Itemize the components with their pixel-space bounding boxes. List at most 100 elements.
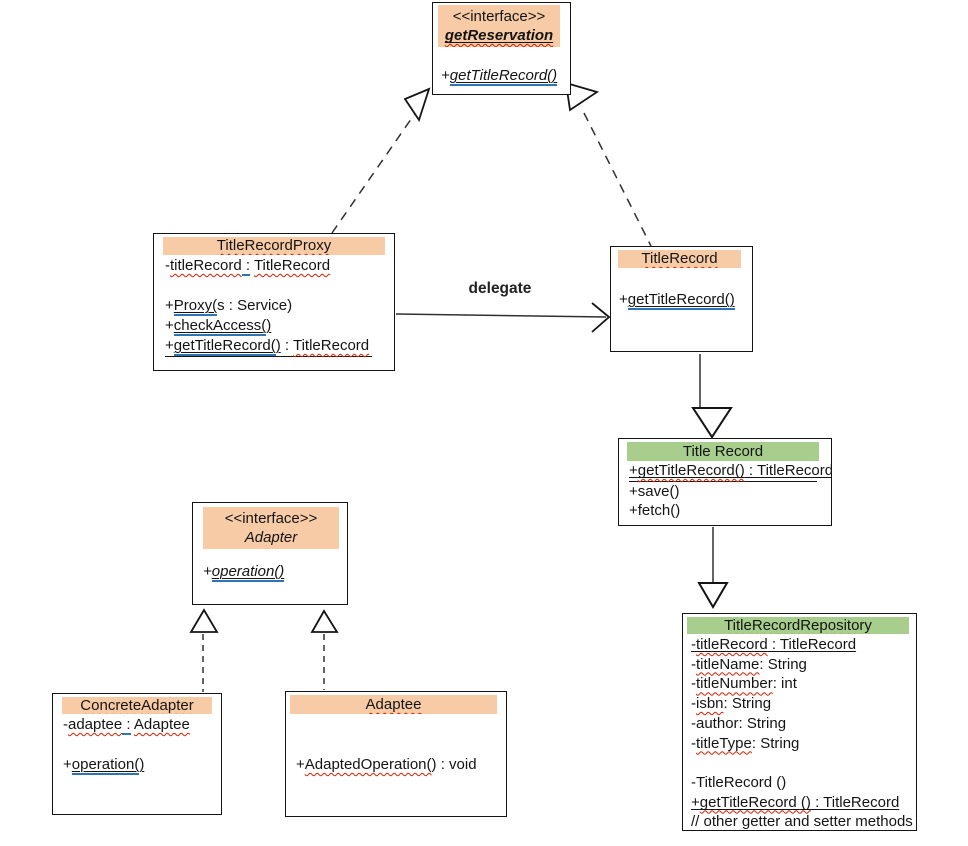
class-titlerecord: TitleRecord +getTitleRecord() (610, 246, 753, 352)
member-text-segment: -TitleRecord () (691, 773, 787, 791)
member-text-segment: : String (759, 655, 807, 673)
title-record-impl-header: Title Record (627, 442, 819, 461)
member-row (165, 276, 372, 296)
member-row (296, 715, 506, 735)
member-text-segment: + (619, 291, 628, 308)
member-text-segment: getTitleRecord() (637, 462, 745, 479)
member-text-segment: : void (436, 756, 477, 773)
member-text-segment: + (165, 297, 174, 314)
getreservation-header: <<interface>> getReservation (438, 5, 560, 47)
member-text-segment: - (691, 675, 696, 693)
member-text-segment: + (165, 317, 174, 334)
member-text-segment: titleName (696, 655, 760, 673)
member-text-segment: + (63, 756, 72, 773)
member-text-segment: ConcreteAdapter (80, 697, 194, 714)
generalization-arrowhead-1 (691, 407, 733, 439)
member-text-segment: ) (266, 317, 272, 334)
member-text-segment: : String (723, 695, 772, 713)
member-text-segment: +fetch() (629, 502, 681, 519)
member-text-segment: s : Service) (217, 297, 293, 314)
member-text-segment: operation( (71, 756, 140, 775)
member-text-segment: + (629, 462, 638, 479)
member-row: -author: String (691, 714, 916, 734)
adapter-interface-header: <<interface>>Adapter (203, 507, 339, 549)
member-text-segment: titleRecord (170, 257, 242, 274)
member-row: -titleType: String (691, 734, 916, 754)
titlerecordproxy-header: TitleRecordProxy (163, 237, 385, 255)
member-text-segment: : (280, 337, 293, 354)
member-text-segment: titleRecord (696, 636, 768, 653)
member-row: +getTitleRecord() (619, 290, 752, 310)
class-adaptee: Adaptee +AdaptedOperation() : void (285, 691, 507, 817)
realization-line-proxy (331, 111, 417, 234)
concreteadapter-header: ConcreteAdapter (62, 697, 212, 714)
member-text-segment: - (63, 716, 68, 733)
member-row: +operation() (63, 755, 221, 775)
member-text-segment: getTitleRecord() (449, 67, 558, 86)
member-row: getReservation (438, 26, 560, 45)
member-row: +AdaptedOperation() : void (296, 755, 506, 775)
member-text-segment: - (165, 257, 170, 274)
member-text-segment: // other getter and setter methods (691, 813, 913, 831)
member-row: TitleRecord (618, 250, 741, 268)
member-text-segment: titleType (696, 734, 752, 752)
member-text-segment: : TitleRecord (767, 636, 857, 653)
member-text-segment: <<interface>> (224, 510, 318, 527)
class-adapter-interface: <<interface>>Adapter +operation() (192, 502, 348, 605)
member-text-segment: - (691, 655, 696, 673)
getreservation-members: +getTitleRecord() (433, 47, 570, 86)
member-row: TitleRecordRepository (687, 617, 909, 634)
member-text-segment: adaptee (68, 716, 123, 733)
member-row: +getTitleRecord() : TitleRecord (165, 336, 372, 357)
member-text-segment: - (691, 636, 696, 653)
member-text-segment: Proxy( (173, 297, 218, 316)
member-row: ConcreteAdapter (62, 697, 212, 714)
member-text-segment: + (203, 563, 212, 580)
member-text-segment: getReservation (444, 27, 554, 44)
member-row: +Proxy(s : Service) (165, 296, 372, 316)
member-row: +getTitleRecord () : TitleRecord (691, 793, 916, 813)
member-row: <<interface>> (438, 7, 560, 26)
member-text-segment: operation() (211, 563, 285, 582)
member-text-segment: getTitleRecord () (699, 793, 811, 811)
titlerecord-header: TitleRecord (618, 250, 741, 268)
member-text-segment: titleNumber (696, 675, 773, 693)
member-text-segment: : String (751, 734, 800, 752)
member-text-segment: TitleRecord (253, 257, 331, 274)
member-row: +fetch() (629, 501, 817, 521)
concreteadapter-members: -adaptee : Adaptee +operation() (53, 714, 221, 775)
member-text-segment: TitleRecord (641, 250, 718, 267)
titlerecordproxy-members: -titleRecord : TitleRecord +Proxy(s : Se… (154, 255, 394, 357)
member-row: -adaptee : Adaptee (63, 715, 221, 735)
member-row: Adaptee (290, 695, 497, 714)
member-text-segment: -author: String (691, 714, 787, 732)
member-text-segment: Title Record (682, 443, 764, 460)
member-text-segment: TitleRecordProxy (216, 237, 332, 254)
member-text-segment: + (296, 756, 305, 773)
delegate-line (395, 313, 607, 318)
member-text-segment: ) (431, 756, 437, 773)
member-text-segment: + (165, 337, 174, 354)
realization-arrowhead-proxy (403, 87, 431, 123)
class-titlerecordproxy: TitleRecordProxy -titleRecord : TitleRec… (153, 233, 395, 371)
realization-arrowhead-concreteadapter (189, 608, 219, 633)
member-row: +getTitleRecord() : TitleRecord (629, 461, 831, 482)
member-row: +operation() (203, 562, 347, 582)
member-row (296, 735, 506, 755)
member-row: +getTitleRecord() (441, 66, 570, 86)
generalization-arrowhead-2 (697, 582, 729, 609)
member-row: -titleNumber: int (691, 674, 916, 694)
class-titlerecordrepository: TitleRecordRepository -titleRecord : Tit… (682, 613, 917, 831)
member-text-segment: : (122, 716, 131, 735)
member-row: -TitleRecord () (691, 773, 916, 793)
member-text-segment: <<interface>> (452, 8, 546, 25)
member-row: +checkAccess() (165, 316, 372, 336)
member-row: -isbn: String (691, 694, 916, 714)
member-text-segment: : (241, 257, 251, 276)
title-record-impl-members: +getTitleRecord() : TitleRecord+save()+f… (619, 461, 831, 521)
member-text-segment: isbn (696, 695, 724, 713)
member-row: TitleRecordProxy (163, 237, 385, 255)
adaptee-header: Adaptee (290, 695, 497, 714)
delegate-label: delegate (468, 280, 532, 297)
